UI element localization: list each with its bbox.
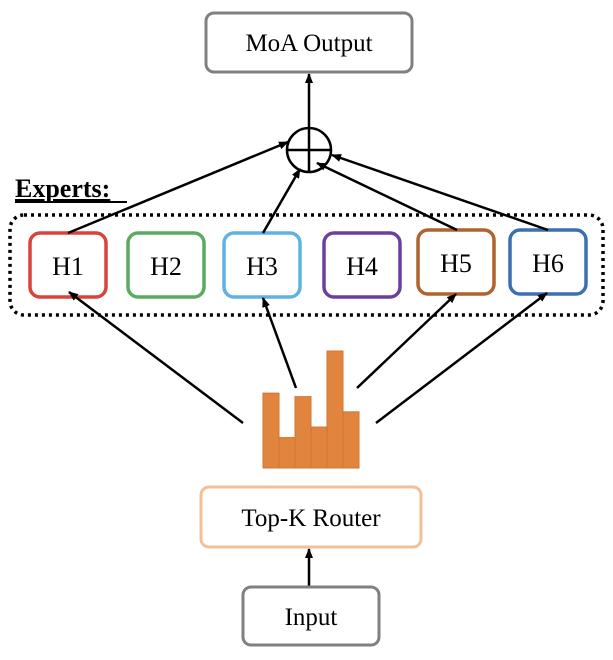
expert-label: H3 bbox=[246, 252, 278, 281]
router-score-bars bbox=[262, 350, 360, 469]
router-score-bar bbox=[278, 437, 296, 469]
arrow-h3-to-sum bbox=[261, 168, 302, 234]
arrow-router-to-h3 bbox=[261, 297, 298, 389]
expert-label: H5 bbox=[440, 249, 472, 278]
expert-h4: H4 bbox=[322, 231, 402, 299]
top-k-router-box: Top-K Router bbox=[199, 485, 423, 549]
arrow-h6-to-sum bbox=[331, 153, 549, 232]
expert-h1: H1 bbox=[28, 231, 108, 299]
expert-h5: H5 bbox=[416, 228, 496, 296]
expert-label: H1 bbox=[52, 252, 84, 281]
moa-output-label: MoA Output bbox=[245, 30, 372, 57]
arrow-h1-to-sum bbox=[67, 140, 289, 235]
router-score-bar bbox=[342, 411, 360, 469]
expert-h2: H2 bbox=[126, 231, 206, 299]
router-score-bar bbox=[326, 350, 344, 469]
experts-label: Experts: bbox=[15, 174, 110, 203]
arrow-router-to-h5 bbox=[356, 293, 457, 389]
arrow-h5-to-sum bbox=[316, 161, 458, 232]
expert-label: H2 bbox=[150, 252, 182, 281]
moa-output-box: MoA Output bbox=[204, 11, 414, 74]
input-box: Input bbox=[241, 585, 381, 647]
experts-row: H1 H2 H3 H4 H5 H6 bbox=[28, 228, 588, 299]
top-k-router-label: Top-K Router bbox=[241, 505, 381, 532]
router-score-bar bbox=[310, 426, 328, 469]
expert-h3: H3 bbox=[222, 231, 302, 299]
arrow-router-to-h1 bbox=[68, 291, 244, 424]
expert-label: H4 bbox=[346, 252, 378, 281]
router-score-bar bbox=[262, 392, 280, 469]
arrows bbox=[67, 140, 549, 424]
arrow-router-to-h6 bbox=[375, 292, 548, 424]
expert-h6: H6 bbox=[508, 228, 588, 296]
expert-label: H6 bbox=[532, 249, 564, 278]
experts-group-border bbox=[8, 213, 605, 317]
router-score-bar bbox=[294, 396, 312, 469]
input-label: Input bbox=[285, 604, 338, 631]
